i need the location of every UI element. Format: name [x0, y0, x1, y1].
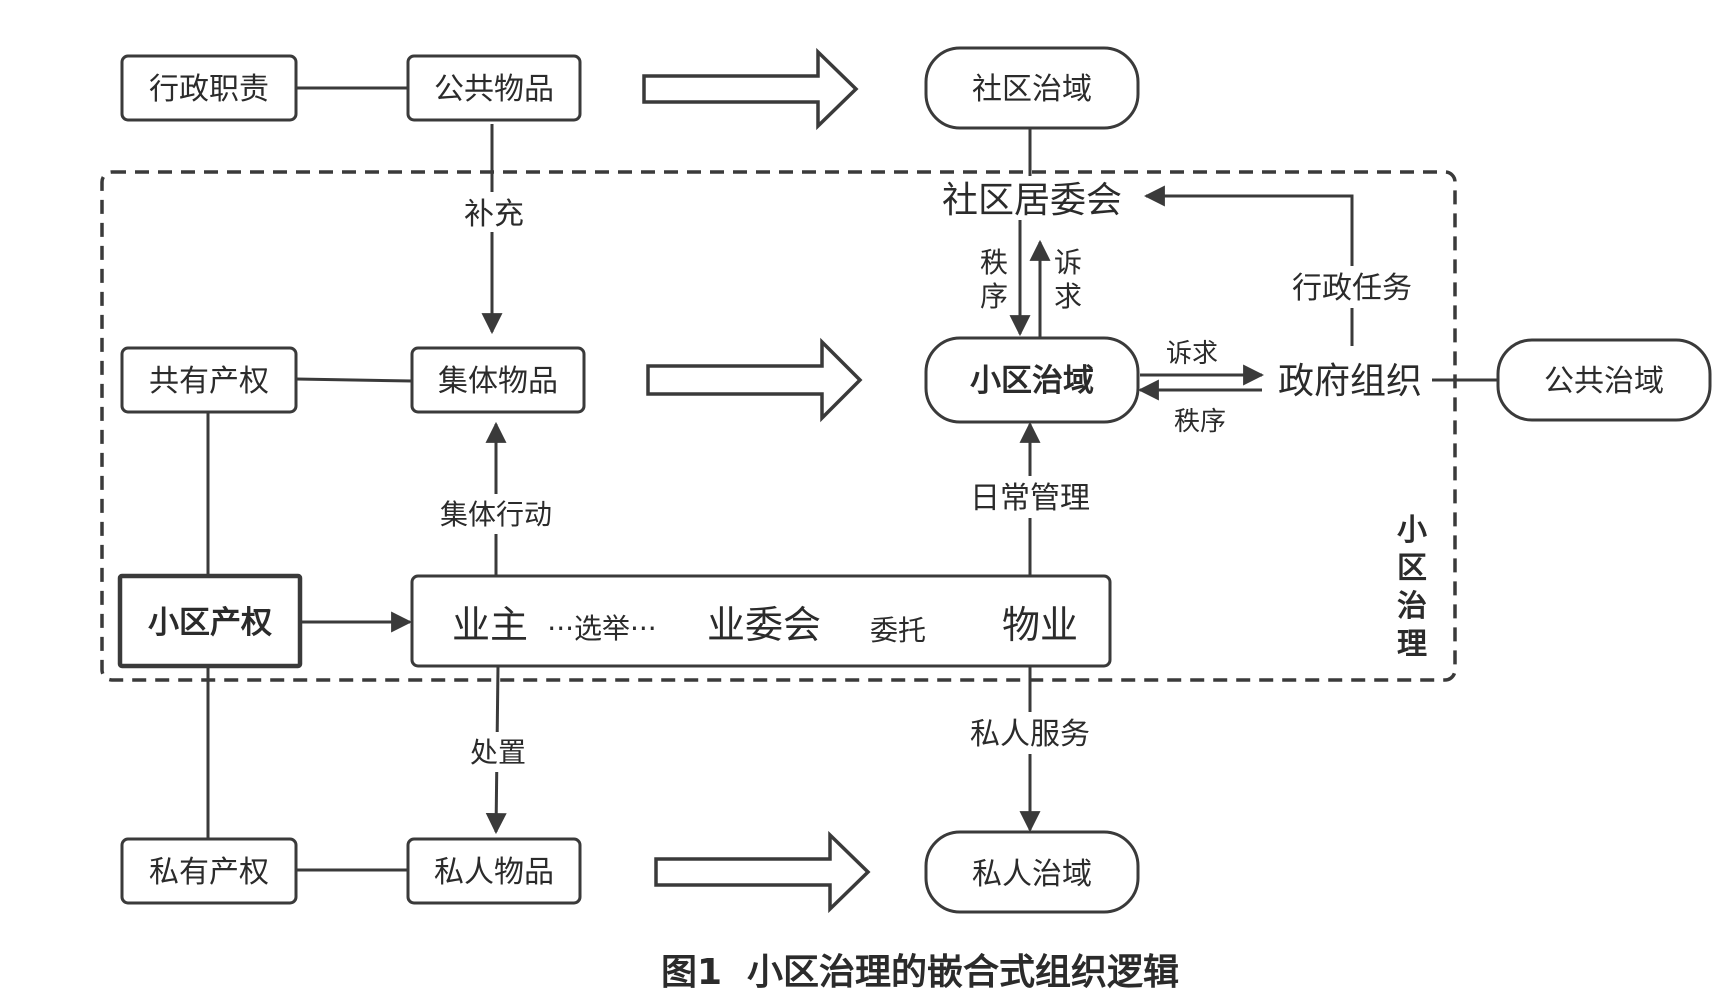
box-shequ-zhiyu — [924, 46, 1140, 130]
box-siren-wupin — [406, 837, 582, 905]
text-weituo: 委托 — [870, 614, 926, 647]
label-siren-fuwu: 私人服务 — [970, 717, 1090, 752]
figure-caption: 图1 小区治理的嵌合式组织逻辑 — [661, 952, 1179, 993]
text-gonggong-zhiyu: 公共治域 — [1544, 364, 1664, 399]
region-label-2: 区 — [1397, 551, 1427, 586]
label-chuzhi: 处置 — [470, 736, 526, 769]
label-suqiu: 诉求 — [1166, 339, 1218, 369]
box-jiti-wupin — [410, 346, 586, 414]
label-richang-guanli: 日常管理 — [970, 481, 1090, 516]
text-jiti-wupin: 集体物品 — [438, 364, 558, 399]
text-siyou-chanquan: 私有产权 — [149, 855, 269, 890]
label-zhixu-1: 秩 — [980, 246, 1008, 279]
text-wuye: 物业 — [1002, 603, 1078, 647]
text-gonggong-wupin: 公共物品 — [434, 72, 554, 107]
box-xiaoqu-zhiyu — [924, 336, 1140, 424]
text-xingzheng-zhize: 行政职责 — [149, 72, 269, 107]
block-arrow-bottom — [654, 830, 871, 914]
text-xiaoqu-chanquan: 小区产权 — [148, 605, 272, 641]
text-siren-zhiyu: 私人治域 — [972, 857, 1092, 892]
line-gongyou-jiti — [295, 377, 413, 383]
block-arrow-top — [642, 47, 859, 131]
text-yeweihui: 业委会 — [707, 603, 821, 647]
label-buchong: 补充 — [464, 197, 524, 232]
block-arrow-middle — [646, 337, 863, 423]
label-suqiu-1: 诉 — [1054, 246, 1082, 279]
xiaoqu-zhili-region — [100, 170, 1457, 682]
text-zhengfu-zuzhi: 政府组织 — [1278, 361, 1422, 402]
box-siren-zhiyu — [924, 830, 1140, 914]
box-gonggong-wupin — [406, 54, 582, 122]
text-siren-wupin: 私人物品 — [434, 855, 554, 890]
label-xingzheng-renwu: 行政任务 — [1292, 271, 1412, 306]
label-zhixu-2: 序 — [980, 280, 1008, 313]
text-shequ-zhiyu: 社区治域 — [972, 72, 1092, 107]
label-jiti-xingdong: 集体行动 — [440, 498, 552, 531]
box-siyou-chanquan — [120, 837, 298, 905]
box-xingzheng-zhize — [120, 54, 298, 122]
label-suqiu-2: 求 — [1054, 280, 1082, 313]
box-gonggong-zhiyu — [1496, 338, 1712, 422]
region-label-1: 小 — [1397, 513, 1427, 548]
region-label-3: 治 — [1397, 589, 1427, 624]
text-xiaoqu-zhiyu: 小区治域 — [970, 363, 1094, 399]
text-xuanju: ···选举··· — [547, 612, 656, 645]
label-zhixu: 秩序 — [1174, 407, 1226, 437]
box-xiaoqu-chanquan — [117, 573, 303, 669]
text-shequ-juweihui: 社区居委会 — [942, 180, 1122, 221]
text-gongyou-chanquan: 共有产权 — [149, 364, 269, 399]
box-gongyou-chanquan — [120, 346, 298, 414]
box-yezhu-wuye-chain — [410, 574, 1112, 668]
region-label-4: 理 — [1397, 627, 1427, 662]
text-yezhu: 业主 — [452, 603, 528, 647]
